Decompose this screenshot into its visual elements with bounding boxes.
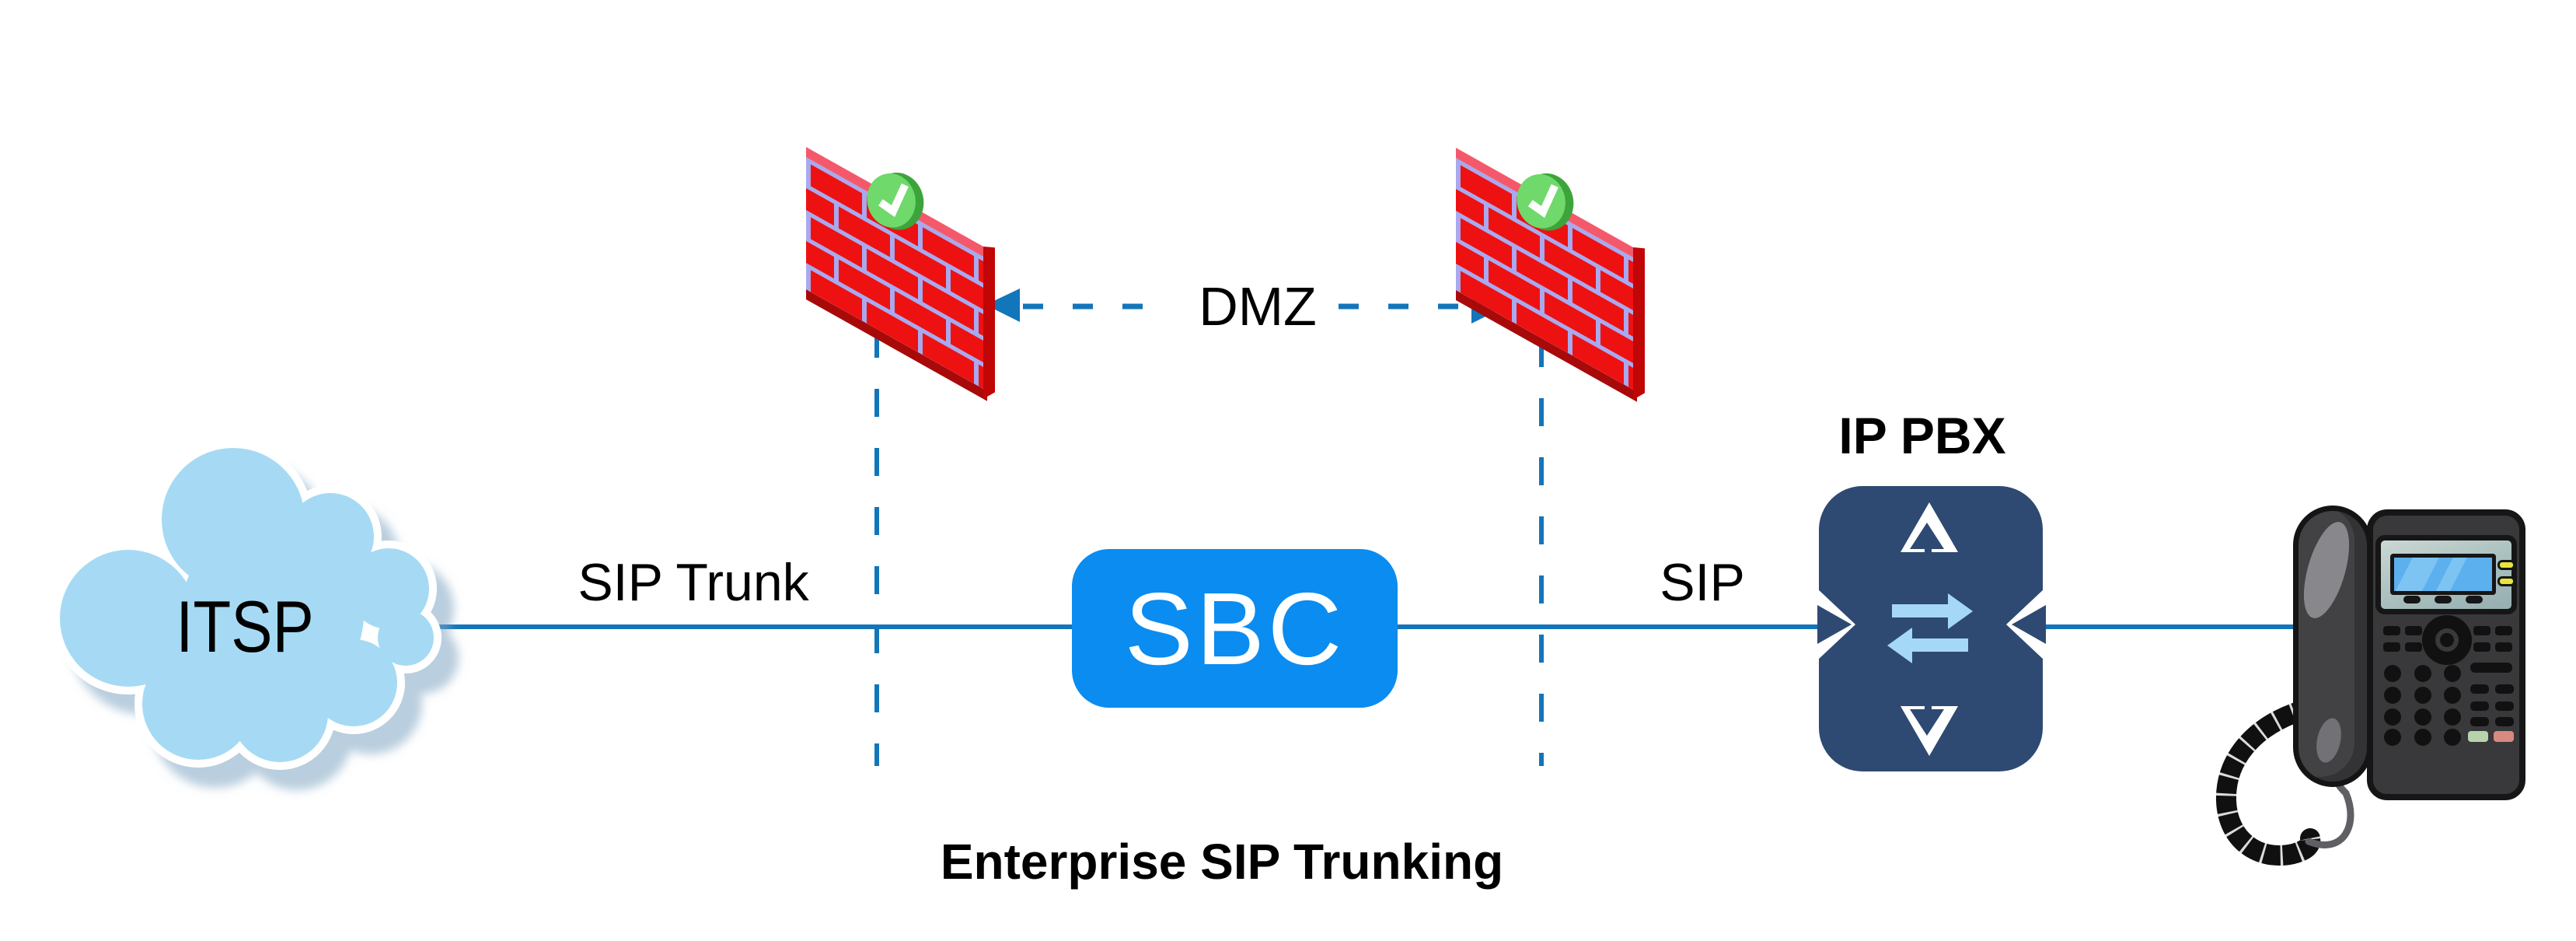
phone-key bbox=[2405, 626, 2422, 635]
nav-wheel-center bbox=[2435, 628, 2459, 652]
firewall-outer-icon bbox=[806, 142, 995, 405]
phone-key bbox=[2470, 663, 2512, 673]
down-arrow-icon bbox=[1901, 705, 1958, 756]
sbc-node: SBC bbox=[1072, 549, 1398, 708]
phone-key bbox=[2473, 626, 2490, 635]
phone-led bbox=[2497, 560, 2515, 570]
phone-key bbox=[2470, 717, 2489, 726]
softkey-button bbox=[2403, 596, 2421, 603]
digit-key bbox=[2444, 708, 2461, 726]
cloud-icon bbox=[52, 440, 442, 770]
digit-key bbox=[2444, 687, 2461, 704]
digit-key bbox=[2414, 665, 2431, 682]
ip-pbx-icon bbox=[1817, 486, 2046, 771]
firewall-inner-icon bbox=[1456, 142, 1645, 406]
digit-key bbox=[2414, 708, 2431, 726]
phone-key bbox=[2383, 642, 2400, 652]
dmz-arrow-left bbox=[986, 289, 1172, 322]
ip-phone-icon bbox=[2215, 498, 2557, 871]
digit-key bbox=[2414, 729, 2431, 746]
softkey-button bbox=[2466, 596, 2483, 603]
digit-key bbox=[2414, 687, 2431, 704]
digit-key bbox=[2384, 687, 2401, 704]
handset bbox=[2293, 505, 2372, 787]
phone-key bbox=[2495, 717, 2514, 726]
sbc-label: SBC bbox=[1124, 571, 1346, 686]
phone-key bbox=[2495, 626, 2512, 635]
phone-key bbox=[2470, 684, 2489, 694]
softkey-button bbox=[2435, 596, 2452, 603]
itsp-label: ITSP bbox=[176, 586, 314, 667]
dmz-label: DMZ bbox=[1199, 276, 1317, 337]
up-arrow-icon bbox=[1901, 502, 1958, 553]
digit-key bbox=[2444, 665, 2461, 682]
arrowhead-into-pbx-left bbox=[1817, 605, 1852, 644]
digit-key bbox=[2444, 729, 2461, 746]
ip-pbx-label: IP PBX bbox=[1838, 407, 2006, 464]
phone-key bbox=[2405, 642, 2422, 652]
swap-arrows-icon bbox=[1887, 593, 1973, 663]
handset-highlight bbox=[2295, 516, 2358, 624]
phone-key bbox=[2383, 626, 2400, 635]
phone-key bbox=[2470, 701, 2489, 711]
diagram-title: Enterprise SIP Trunking bbox=[940, 834, 1504, 890]
phone-key bbox=[2495, 642, 2512, 652]
sip-trunk-label: SIP Trunk bbox=[578, 553, 809, 612]
call-button bbox=[2468, 731, 2488, 742]
phone-key bbox=[2495, 701, 2514, 711]
digit-key bbox=[2384, 708, 2401, 726]
digit-key bbox=[2384, 729, 2401, 746]
phone-lcd-screen bbox=[2390, 554, 2496, 595]
arrowhead-into-pbx-right bbox=[2012, 605, 2046, 644]
phone-key bbox=[2473, 642, 2490, 652]
handset-highlight bbox=[2312, 715, 2345, 765]
hangup-button bbox=[2494, 731, 2514, 742]
phone-led bbox=[2497, 576, 2515, 586]
phone-key bbox=[2495, 684, 2514, 694]
lcd-glare bbox=[2394, 558, 2442, 591]
digit-key bbox=[2384, 665, 2401, 682]
sip-label: SIP bbox=[1660, 553, 1745, 612]
